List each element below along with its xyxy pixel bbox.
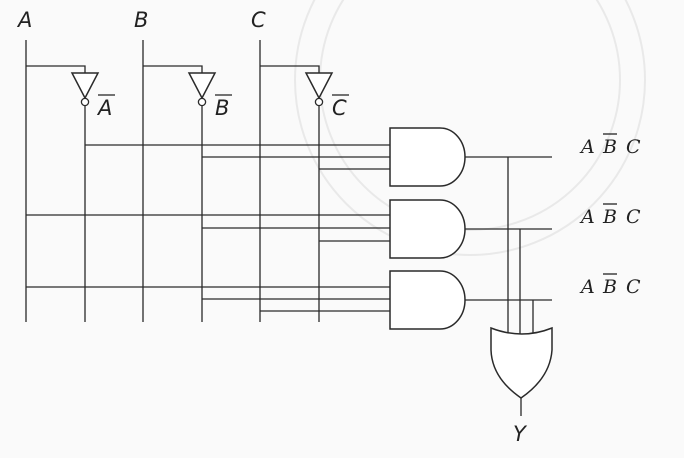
- complement-b-text: B: [215, 96, 229, 120]
- not-gate-b: [187, 72, 217, 107]
- complement-label-a: A: [96, 94, 115, 120]
- not-gate-a: [70, 72, 100, 107]
- minterm-2-letter-3: C: [626, 206, 641, 228]
- complement-c-text: C: [332, 96, 347, 120]
- minterm-1-letter-2: B: [602, 136, 617, 158]
- complement-a-text: A: [96, 96, 112, 120]
- minterm-label-3: A B C: [579, 273, 641, 298]
- minterm-label-1: A B C: [579, 133, 641, 158]
- tap-c: [260, 65, 320, 73]
- minterm-2-letter-1: A: [579, 206, 595, 228]
- output-label: Y: [513, 422, 528, 446]
- not-gate-c: [304, 72, 334, 107]
- and-gate-3: [389, 270, 466, 330]
- and-gate-1: [389, 127, 466, 187]
- minterm-2-letter-2: B: [602, 206, 617, 228]
- tap-a: [26, 65, 86, 73]
- minterm-3-letter-2: B: [602, 276, 617, 298]
- complement-label-b: B: [215, 94, 232, 120]
- input-label-a: A: [16, 8, 32, 32]
- or-gate: [490, 326, 553, 399]
- input-label-c: C: [251, 8, 266, 32]
- tap-b: [143, 65, 203, 73]
- minterm-1-letter-1: A: [579, 136, 595, 158]
- complement-label-c: C: [332, 94, 349, 120]
- minterm-3-letter-3: C: [626, 276, 641, 298]
- minterm-3-letter-1: A: [579, 276, 595, 298]
- and-gate-2: [389, 199, 466, 259]
- input-label-b: B: [134, 8, 148, 32]
- minterm-1-letter-3: C: [626, 136, 641, 158]
- minterm-label-2: A B C: [579, 203, 641, 228]
